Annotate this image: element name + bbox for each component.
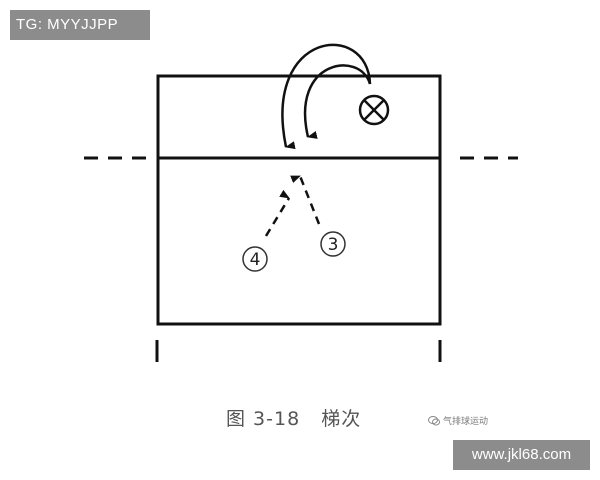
court-boundary (156, 74, 442, 326)
player-3: 3 (320, 231, 346, 257)
trajectory-inner-arrow (303, 64, 372, 139)
player-4: 4 (242, 246, 268, 272)
figure-title: 梯次 (321, 408, 362, 430)
player-3-move-arrow (290, 175, 321, 225)
figure-number: 图 3-18 (226, 408, 301, 430)
server-cross-circle-icon (358, 94, 390, 126)
trajectory-outer-arrow (281, 43, 372, 150)
player-4-label: 4 (250, 250, 261, 270)
player-4-move-arrow (264, 189, 291, 237)
chat-bubble-icon (428, 415, 440, 425)
brand-label: 气排球运动 (428, 414, 488, 427)
figure-caption: 图 3-18 梯次 (226, 404, 361, 431)
player-3-label: 3 (328, 235, 339, 255)
brand-text: 气排球运动 (443, 417, 489, 427)
watermark-top: TG: MYYJJPP (10, 10, 150, 40)
watermark-bottom: www.jkl68.com (453, 440, 590, 470)
